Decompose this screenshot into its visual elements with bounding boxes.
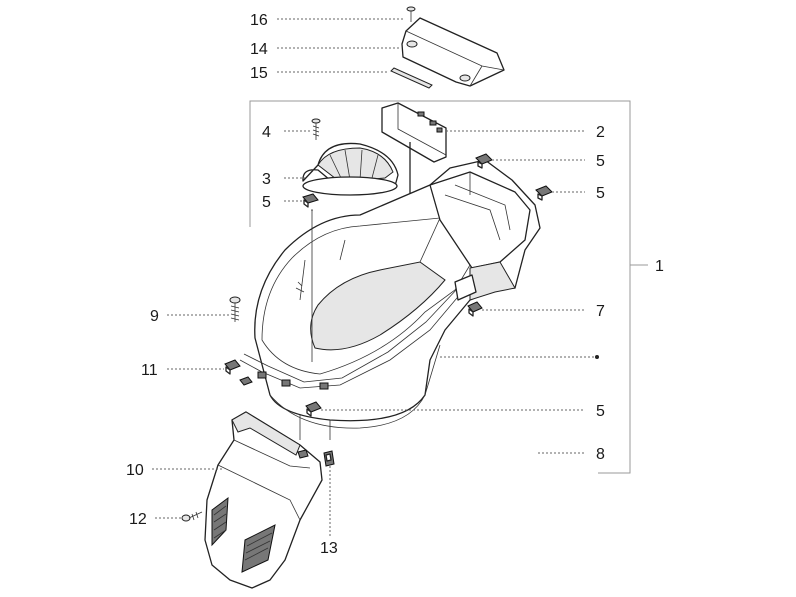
part-13-clip — [297, 449, 335, 467]
callout-3: 3 — [262, 171, 271, 188]
callout-16: 16 — [250, 12, 268, 29]
callout-7: 7 — [596, 303, 605, 320]
callout-13: 13 — [320, 540, 338, 557]
part-3-dome-cover — [302, 142, 399, 196]
callout-12: 12 — [129, 511, 147, 528]
callout-5-right: 5 — [596, 185, 605, 202]
reference-dot — [595, 355, 599, 359]
callout-4: 4 — [262, 124, 271, 141]
part-15-gasket — [390, 67, 433, 89]
callout-9: 9 — [150, 308, 159, 325]
callout-1: 1 — [655, 258, 664, 275]
part-14-cover-lid — [401, 17, 505, 87]
part-7-clip — [467, 301, 483, 317]
callout-5-top: 5 — [596, 153, 605, 170]
part-10-mudguard — [204, 411, 323, 589]
part-1-storage-tub — [239, 159, 541, 440]
assembly-frame — [249, 100, 648, 474]
callout-5-bottom: 5 — [596, 403, 605, 420]
callout-2: 2 — [596, 124, 605, 141]
callout-8: 8 — [596, 446, 605, 463]
callout-10: 10 — [126, 462, 144, 479]
callout-14: 14 — [250, 41, 268, 58]
callout-labels: 16 14 15 4 2 3 5 5 5 1 9 7 11 5 10 8 12 … — [126, 12, 664, 557]
part-12-screw — [181, 511, 203, 522]
part-9-screw — [229, 296, 241, 322]
part-4-screw — [311, 118, 321, 140]
leader-lines — [152, 18, 599, 536]
callout-15: 15 — [250, 65, 268, 82]
callout-11: 11 — [141, 362, 158, 379]
part-11-clips — [224, 359, 253, 386]
callout-5-left: 5 — [262, 194, 271, 211]
part-5-clip-right — [535, 185, 553, 201]
part-16-screw — [406, 6, 416, 22]
part-2-bracket — [381, 102, 447, 163]
part-5-clip-left — [302, 193, 319, 208]
part-5-clip-bottom — [305, 401, 322, 417]
part-5-clip-top — [475, 153, 493, 169]
